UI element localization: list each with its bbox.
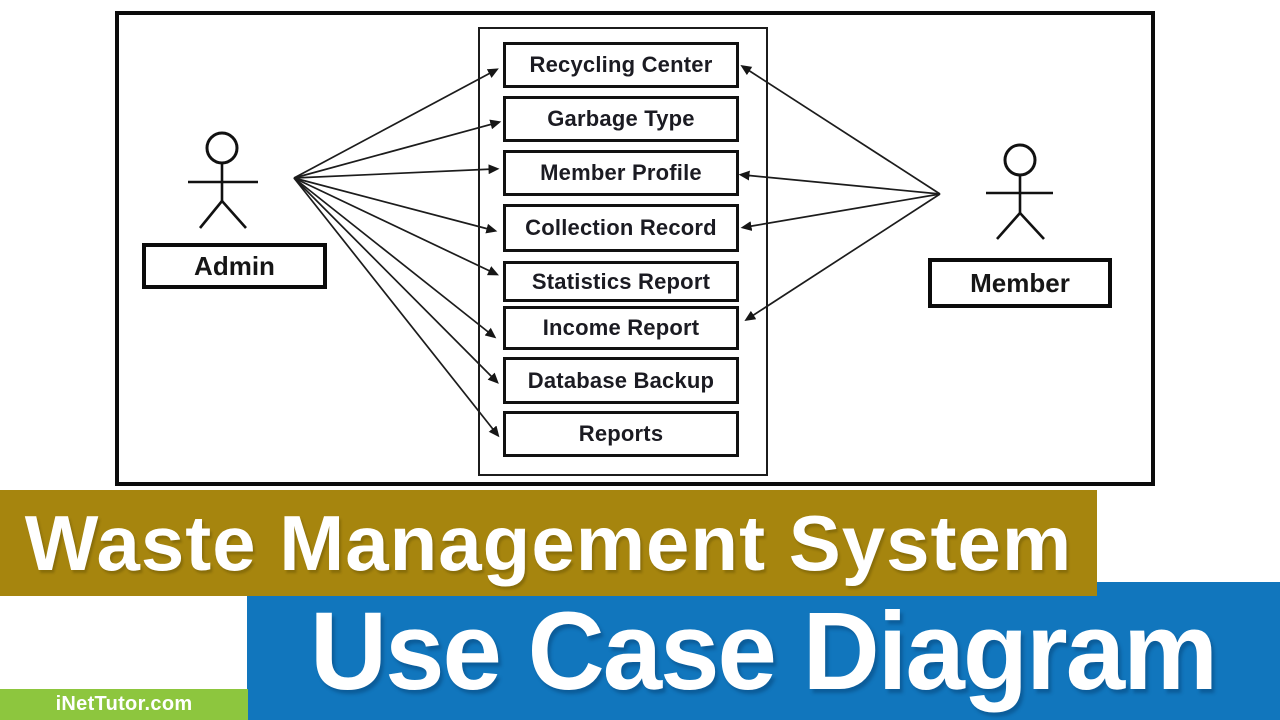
use-case-label: Garbage Type: [547, 106, 695, 131]
use-case-label: Statistics Report: [531, 268, 711, 294]
use-case-label: Database Backup: [527, 367, 715, 393]
use-case-database-backup: Database Backup: [503, 357, 739, 404]
watermark-banner: iNetTutor.com: [0, 689, 248, 720]
use-case-member-profile: Member Profile: [503, 150, 739, 196]
use-case-reports: Reports: [503, 411, 739, 457]
admin-label: Admin: [194, 250, 275, 281]
subtitle-banner: Use Case Diagram: [247, 582, 1280, 720]
use-case-label: Reports: [578, 421, 664, 446]
member-label: Member: [970, 267, 1070, 298]
admin-label-box: Admin: [142, 243, 327, 289]
use-case-label: Collection Record: [525, 215, 717, 240]
use-case-label: Member Profile: [540, 160, 702, 185]
watermark-text: iNetTutor.com: [55, 693, 193, 715]
use-case-income-report: Income Report: [503, 306, 739, 350]
use-case-recycling-center: Recycling Center: [503, 42, 739, 88]
title-text: Waste Management System: [24, 498, 1073, 587]
use-case-collection-record: Collection Record: [503, 204, 739, 252]
subtitle-text: Use Case Diagram: [310, 589, 1218, 713]
use-case-label: Income Report: [542, 315, 700, 340]
use-case-statistics-report: Statistics Report: [503, 261, 739, 302]
use-case-garbage-type: Garbage Type: [503, 96, 739, 142]
use-case-label: Recycling Center: [529, 52, 713, 77]
title-banner: Waste Management System: [0, 490, 1097, 596]
member-label-box: Member: [928, 258, 1112, 308]
